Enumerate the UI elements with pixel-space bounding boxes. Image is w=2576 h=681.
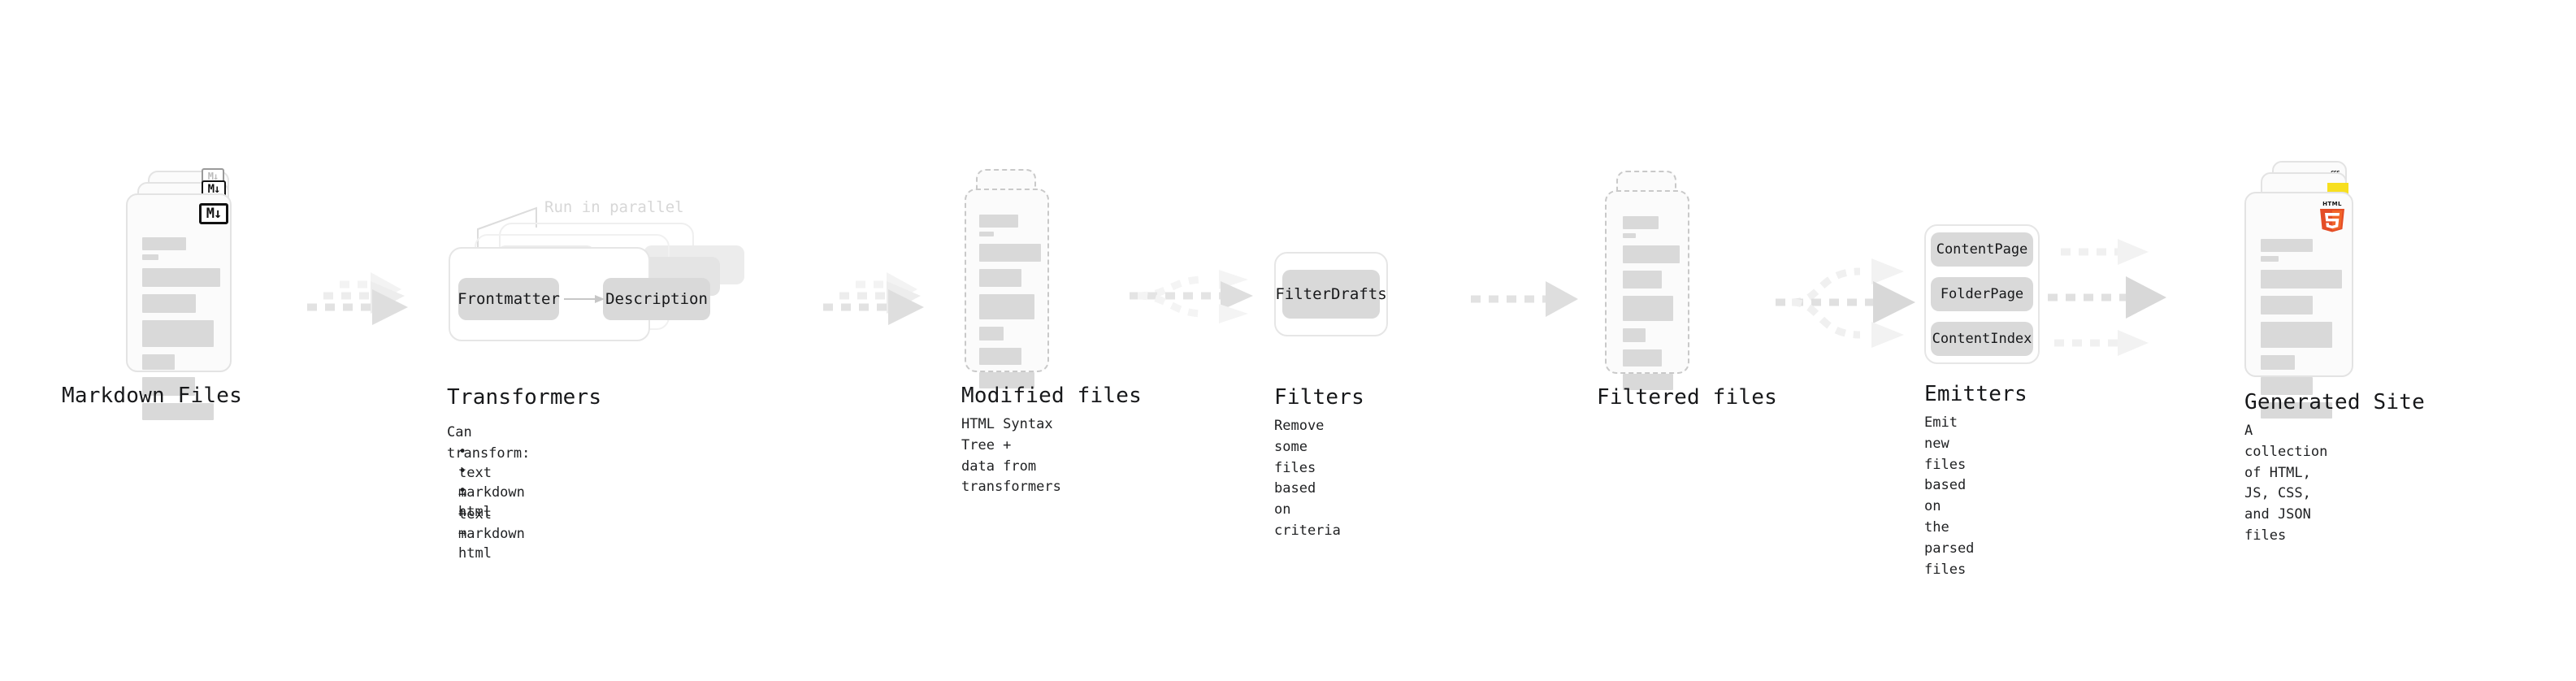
placeholder-bar <box>2261 256 2279 262</box>
markdown-badge-back-label: M↓ <box>207 171 219 182</box>
markdown-badge-mid-label: M↓ <box>207 183 221 196</box>
html5-icon: HTML <box>2320 201 2344 232</box>
generated-site-title: Generated Site <box>2244 390 2425 414</box>
arrow-markdown-to-transformers <box>307 272 413 325</box>
transformer-chip-frontmatter[interactable]: Frontmatter <box>458 278 560 320</box>
markdown-files-title: Markdown Files <box>62 384 242 408</box>
modified-placeholder-bars <box>979 215 1041 388</box>
transformers-bullet-3: • html → html <box>458 483 492 562</box>
placeholder-bar <box>2261 296 2313 314</box>
generated-site-subtitle: A collection of HTML, JS, CSS, and JSON … <box>2244 423 2328 544</box>
filtered-file-sheet-front <box>1605 190 1689 390</box>
modified-file-sheet-front <box>965 189 1049 388</box>
svg-text:HTML: HTML <box>2322 201 2342 207</box>
modified-files-title: Modified files <box>961 384 1142 408</box>
transformer-chip-description[interactable]: Description <box>603 278 710 320</box>
transformer-chip-frontmatter-label: Frontmatter <box>458 290 560 308</box>
placeholder-bar <box>979 244 1041 262</box>
placeholder-bar <box>142 254 158 260</box>
placeholder-bar <box>979 232 994 236</box>
placeholder-bar <box>2261 402 2332 419</box>
arrow-transformers-to-modified <box>823 272 929 325</box>
transformers-title: Transformers <box>447 385 602 410</box>
placeholder-bar <box>142 294 196 313</box>
filtered-files-title: Filtered files <box>1597 385 1777 410</box>
placeholder-bar <box>979 327 1004 340</box>
placeholder-bar <box>979 215 1018 228</box>
arrow-filters-to-filtered <box>1471 281 1585 317</box>
transformers-subtitle: Can transform: <box>447 424 531 462</box>
placeholder-bar <box>2261 377 2313 395</box>
filtered-placeholder-bars <box>1623 216 1680 390</box>
filters-subtitle: Remove some files based on criteria <box>1274 418 1341 540</box>
placeholder-bar <box>2261 355 2295 370</box>
modified-files-subtitle: HTML Syntax Tree + data from transformer… <box>961 416 1061 496</box>
placeholder-bar <box>1623 245 1680 263</box>
filters-title: Filters <box>1274 385 1364 410</box>
emitter-chip-contentpage[interactable]: ContentPage <box>1931 232 2033 267</box>
filter-chip-filterdrafts[interactable]: FilterDrafts <box>1275 270 1387 319</box>
transformers-bullet-1: • text → text <box>458 444 492 523</box>
placeholder-bar <box>1623 374 1673 390</box>
placeholder-bar <box>1623 233 1636 238</box>
arrow-modified-to-filters <box>1130 270 1268 328</box>
emitters-subtitle: Emit new files based on the parsed files <box>1924 414 1975 578</box>
placeholder-bar <box>142 354 175 370</box>
site-file-sheet-front: HTML <box>2244 192 2353 419</box>
placeholder-bar <box>979 294 1034 319</box>
placeholder-bar <box>142 403 214 420</box>
placeholder-bar <box>2261 239 2313 252</box>
placeholder-bar <box>142 237 186 250</box>
placeholder-bar <box>2261 322 2332 348</box>
emitter-chip-contentindex[interactable]: ContentIndex <box>1931 322 2033 356</box>
arrow-filtered-to-emitters <box>1776 258 1930 348</box>
placeholder-bar <box>979 372 1034 388</box>
markdown-badge-front: M↓ <box>199 203 228 224</box>
emitter-chip-contentindex-label: ContentIndex <box>1932 331 2032 347</box>
placeholder-bar <box>979 269 1021 287</box>
filter-chip-filterdrafts-label: FilterDrafts <box>1275 285 1387 303</box>
run-in-parallel-annotation: Run in parallel <box>544 198 684 216</box>
placeholder-bar <box>1623 328 1646 342</box>
markdown-file-sheet-front: M↓ <box>126 193 232 420</box>
placeholder-bar <box>1623 296 1673 321</box>
site-placeholder-bars <box>2261 239 2342 419</box>
placeholder-bar <box>142 377 195 396</box>
emitter-chip-contentpage-label: ContentPage <box>1936 241 2028 258</box>
placeholder-bar <box>979 348 1021 365</box>
placeholder-bar <box>1623 349 1662 367</box>
transformer-chip-description-label: Description <box>605 290 708 308</box>
placeholder-bar <box>142 320 214 347</box>
markdown-badge-front-label: M↓ <box>206 205 223 222</box>
markdown-placeholder-bars <box>142 237 220 420</box>
placeholder-bar <box>142 268 220 287</box>
emitters-title: Emitters <box>1924 382 2027 406</box>
placeholder-bar <box>1623 216 1659 229</box>
emitter-chip-folderpage-label: FolderPage <box>1940 286 2024 302</box>
placeholder-bar <box>2261 270 2342 288</box>
emitter-chip-folderpage[interactable]: FolderPage <box>1931 277 2033 311</box>
arrow-emitters-to-site <box>2048 231 2178 361</box>
transformer-internal-arrow <box>564 295 605 303</box>
transformers-bullet-2: • markdown → markdown <box>458 463 525 543</box>
placeholder-bar <box>1623 271 1662 288</box>
